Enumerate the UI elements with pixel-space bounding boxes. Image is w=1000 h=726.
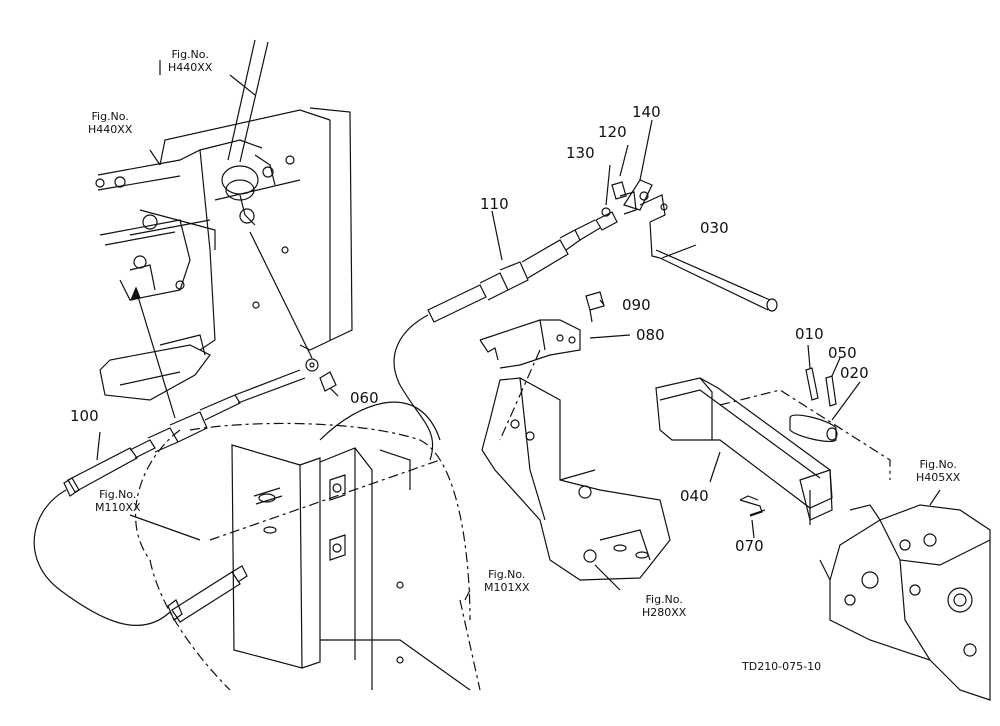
figure-ref-caption: Fig.No.	[645, 593, 683, 606]
figure-ref-h280: Fig.No. H280XX	[642, 593, 686, 619]
figure-ref-number: H440XX	[88, 123, 133, 136]
bracket-080	[479, 291, 605, 369]
bracket-h280	[481, 349, 671, 581]
figure-ref-h440-top: Fig.No. H440XX	[168, 48, 212, 74]
figure-ref-caption: Fig.No.	[919, 458, 957, 471]
figure-ref-m110: Fig.No. M110XX	[95, 488, 141, 514]
part-label-060: 060	[350, 389, 379, 407]
part-label-090: 090	[622, 296, 651, 314]
figure-ref-number: H405XX	[916, 471, 961, 484]
part-label-040: 040	[680, 487, 709, 505]
figure-ref-number: M101XX	[484, 581, 530, 594]
lever-bracket-assembly	[95, 39, 353, 419]
part-label-110: 110	[480, 195, 509, 213]
figure-ref-m101: Fig.No. M101XX	[484, 568, 530, 594]
cable-100	[33, 358, 337, 627]
figure-ref-number: H440XX	[168, 61, 213, 74]
drawing-code: TD210-075-10	[742, 660, 822, 673]
cable-110	[393, 179, 653, 461]
figure-ref-caption: Fig.No.	[91, 110, 129, 123]
part-label-140: 140	[632, 103, 661, 121]
leader-lines	[96, 60, 941, 601]
figure-ref-number: M110XX	[95, 501, 141, 514]
part-label-120: 120	[598, 123, 627, 141]
part-label-080: 080	[636, 326, 665, 344]
part-label-050: 050	[828, 344, 857, 362]
figure-ref-caption: Fig.No.	[488, 568, 526, 581]
part-label-100: 100	[70, 407, 99, 425]
figure-ref-caption: Fig.No.	[171, 48, 209, 61]
rod-030	[639, 194, 778, 312]
figure-ref-number: H280XX	[642, 606, 687, 619]
figure-ref-h405: Fig.No. H405XX	[916, 458, 960, 484]
part-label-020: 020	[840, 364, 869, 382]
figure-ref-caption: Fig.No.	[99, 488, 137, 501]
arm-040	[655, 367, 891, 525]
valve-block-h405	[819, 504, 991, 701]
part-label-130: 130	[566, 144, 595, 162]
part-label-010: 010	[795, 325, 824, 343]
frame-plates	[135, 401, 481, 691]
part-label-070: 070	[735, 537, 764, 555]
figure-ref-h440-left: Fig.No. H440XX	[88, 110, 132, 136]
part-label-030: 030	[700, 219, 729, 237]
